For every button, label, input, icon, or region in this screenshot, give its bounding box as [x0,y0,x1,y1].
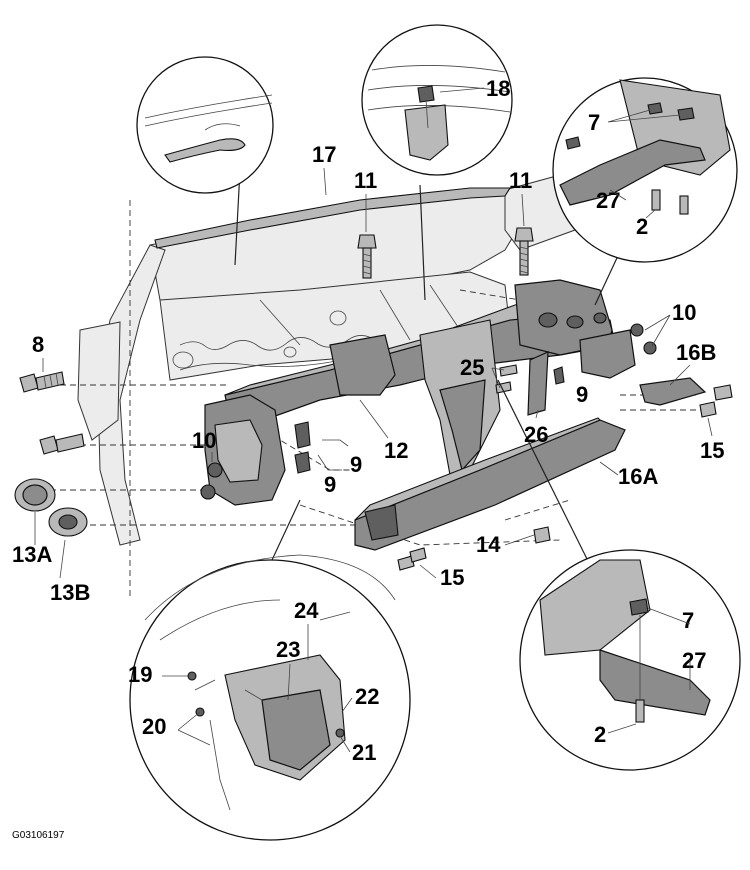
callout-10-left: 10 [192,428,216,453]
bracket-26 [527,351,549,416]
callout-27-top: 27 [596,188,620,213]
callout-17: 17 [312,142,336,167]
callout-13a: 13A [12,542,52,567]
callout-7-top: 7 [588,110,600,135]
bolt-11-right [514,227,534,276]
nut-10-left [200,462,223,500]
grommet-13b [48,507,88,537]
callout-15-right: 15 [700,438,724,463]
callout-26: 26 [524,422,548,447]
callout-16b: 16B [676,340,716,365]
detail-circle-knee-bolster [129,554,411,841]
callout-leader-lines [34,87,713,753]
assembly-guide-lines [30,200,705,600]
bolt-15-bottom [397,547,427,571]
figure-id: G03106197 [12,830,65,841]
callout-8: 8 [32,332,44,357]
callout-16a: 16A [618,464,658,489]
callout-14: 14 [476,532,501,557]
detail-circle-bracket-mount [552,77,738,263]
bolt-15-right [699,384,733,418]
callout-2-top: 2 [636,214,648,239]
clip-9-a [317,439,349,471]
callout-11-right: 11 [509,168,532,193]
callout-12: 12 [384,438,408,463]
callout-20: 20 [142,714,166,739]
callout-25: 25 [460,355,484,380]
callout-18: 18 [486,76,510,101]
detail-circle-windshield-clip [136,56,274,194]
callout-7-bottom: 7 [682,608,694,633]
nut-10-right [630,323,657,355]
callout-2-bottom: 2 [594,722,606,747]
callout-9-mid: 9 [350,452,362,477]
callout-10-right: 10 [672,300,696,325]
callout-9-right: 9 [576,382,588,407]
nut-14 [533,526,551,544]
callout-labels: 2 2 7 7 8 9 9 9 10 10 11 11 12 13A 13B 1… [12,76,724,765]
grommet-13a [14,478,56,512]
bolt-8-lower [39,433,85,455]
callout-15-bottom: 15 [440,565,464,590]
bolt-11-left [357,234,377,279]
callout-9-low: 9 [324,472,336,497]
callout-21: 21 [352,740,376,765]
detail-leader-lines [234,169,631,566]
bolt-25 [495,364,518,394]
bracket-16b [639,377,707,406]
callout-19: 19 [128,662,152,687]
callout-22: 22 [355,684,379,709]
detail-circle-cowl-nut [361,24,513,176]
callout-24: 24 [294,598,319,623]
lower-support-beam-16a [354,417,626,551]
callout-23: 23 [276,637,300,662]
detail-circle-lower-bracket [519,549,741,771]
callout-13b: 13B [50,580,90,605]
callout-27-bottom: 27 [682,648,706,673]
callout-11-left: 11 [354,168,377,193]
bolt-8 [19,371,65,393]
instrument-panel-cross-member [204,279,636,506]
clip-9-right [553,366,565,385]
